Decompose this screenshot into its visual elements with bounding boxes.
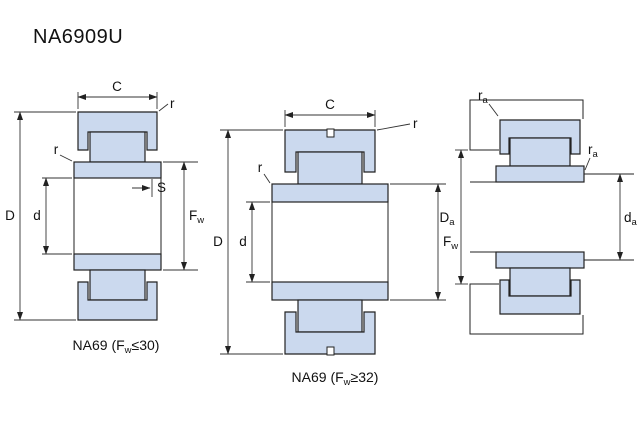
dim-label-D: D	[5, 208, 15, 223]
leader-line-ra	[584, 157, 591, 171]
outer-ring-top	[77, 111, 158, 151]
outer-ring-bottom	[499, 279, 581, 315]
dim-label-S: S	[157, 180, 166, 195]
dim-label-r: r	[258, 160, 263, 175]
outer-ring-top	[499, 119, 581, 155]
roller-top	[509, 137, 571, 167]
dim-label-C: C	[325, 97, 335, 112]
housing-top-outline	[469, 99, 584, 151]
dim-label-r: r	[413, 116, 418, 131]
roller-top	[297, 151, 363, 185]
leader-line-r	[158, 103, 169, 112]
outer-ring-top	[284, 129, 376, 173]
dim-label-da: da	[624, 210, 638, 228]
dim-label-Fw: Fw	[443, 234, 458, 252]
inner-ring-bottom	[271, 281, 389, 301]
dim-label-r: r	[170, 96, 175, 111]
housing-bottom-outline	[469, 283, 584, 335]
inner-ring-bottom	[73, 253, 162, 271]
oil-groove-top	[326, 128, 335, 138]
shaft-shoulder-top	[583, 173, 634, 182]
roller-bottom	[89, 269, 146, 301]
leader-line-r	[263, 173, 271, 184]
roller-top	[89, 131, 146, 163]
caption-na69-fw-ge-32: NA69 (Fw≥32)	[292, 369, 379, 388]
leader-line-ra	[488, 103, 499, 117]
dim-label-ra: ra	[478, 88, 489, 106]
dim-label-d: d	[239, 234, 247, 249]
dim-label-Fw: Fw	[189, 208, 204, 226]
diagram-na69-fw-le-30: C r r S d D Fw	[5, 79, 204, 356]
diagram-na69-fw-ge-32: C r r d D Fw NA69 (Fw≥	[213, 97, 458, 388]
dim-label-D: D	[213, 234, 223, 249]
oil-groove-bottom	[326, 346, 335, 356]
dim-label-ra: ra	[588, 142, 599, 160]
inner-ring-top	[73, 161, 162, 179]
outer-ring-bottom	[77, 281, 158, 321]
dim-label-Da: Da	[439, 210, 455, 228]
shaft-shoulder-bottom	[583, 252, 634, 261]
roller-bottom	[297, 299, 363, 333]
dim-label-r: r	[54, 142, 59, 157]
outer-ring-bottom	[284, 311, 376, 355]
caption-na69-fw-le-30: NA69 (Fw≤30)	[73, 337, 160, 356]
diagram-mounted-abutment: ra ra Da da	[439, 88, 638, 335]
dim-label-C: C	[112, 79, 122, 94]
leader-line-r	[376, 123, 411, 131]
inner-ring-top	[495, 165, 585, 183]
leader-line-r	[59, 154, 73, 162]
inner-ring-bottom	[495, 251, 585, 269]
roller-bottom	[509, 267, 571, 297]
dim-label-d: d	[33, 208, 41, 223]
inner-ring-top	[271, 183, 389, 203]
page-title: NA6909U	[33, 26, 124, 48]
